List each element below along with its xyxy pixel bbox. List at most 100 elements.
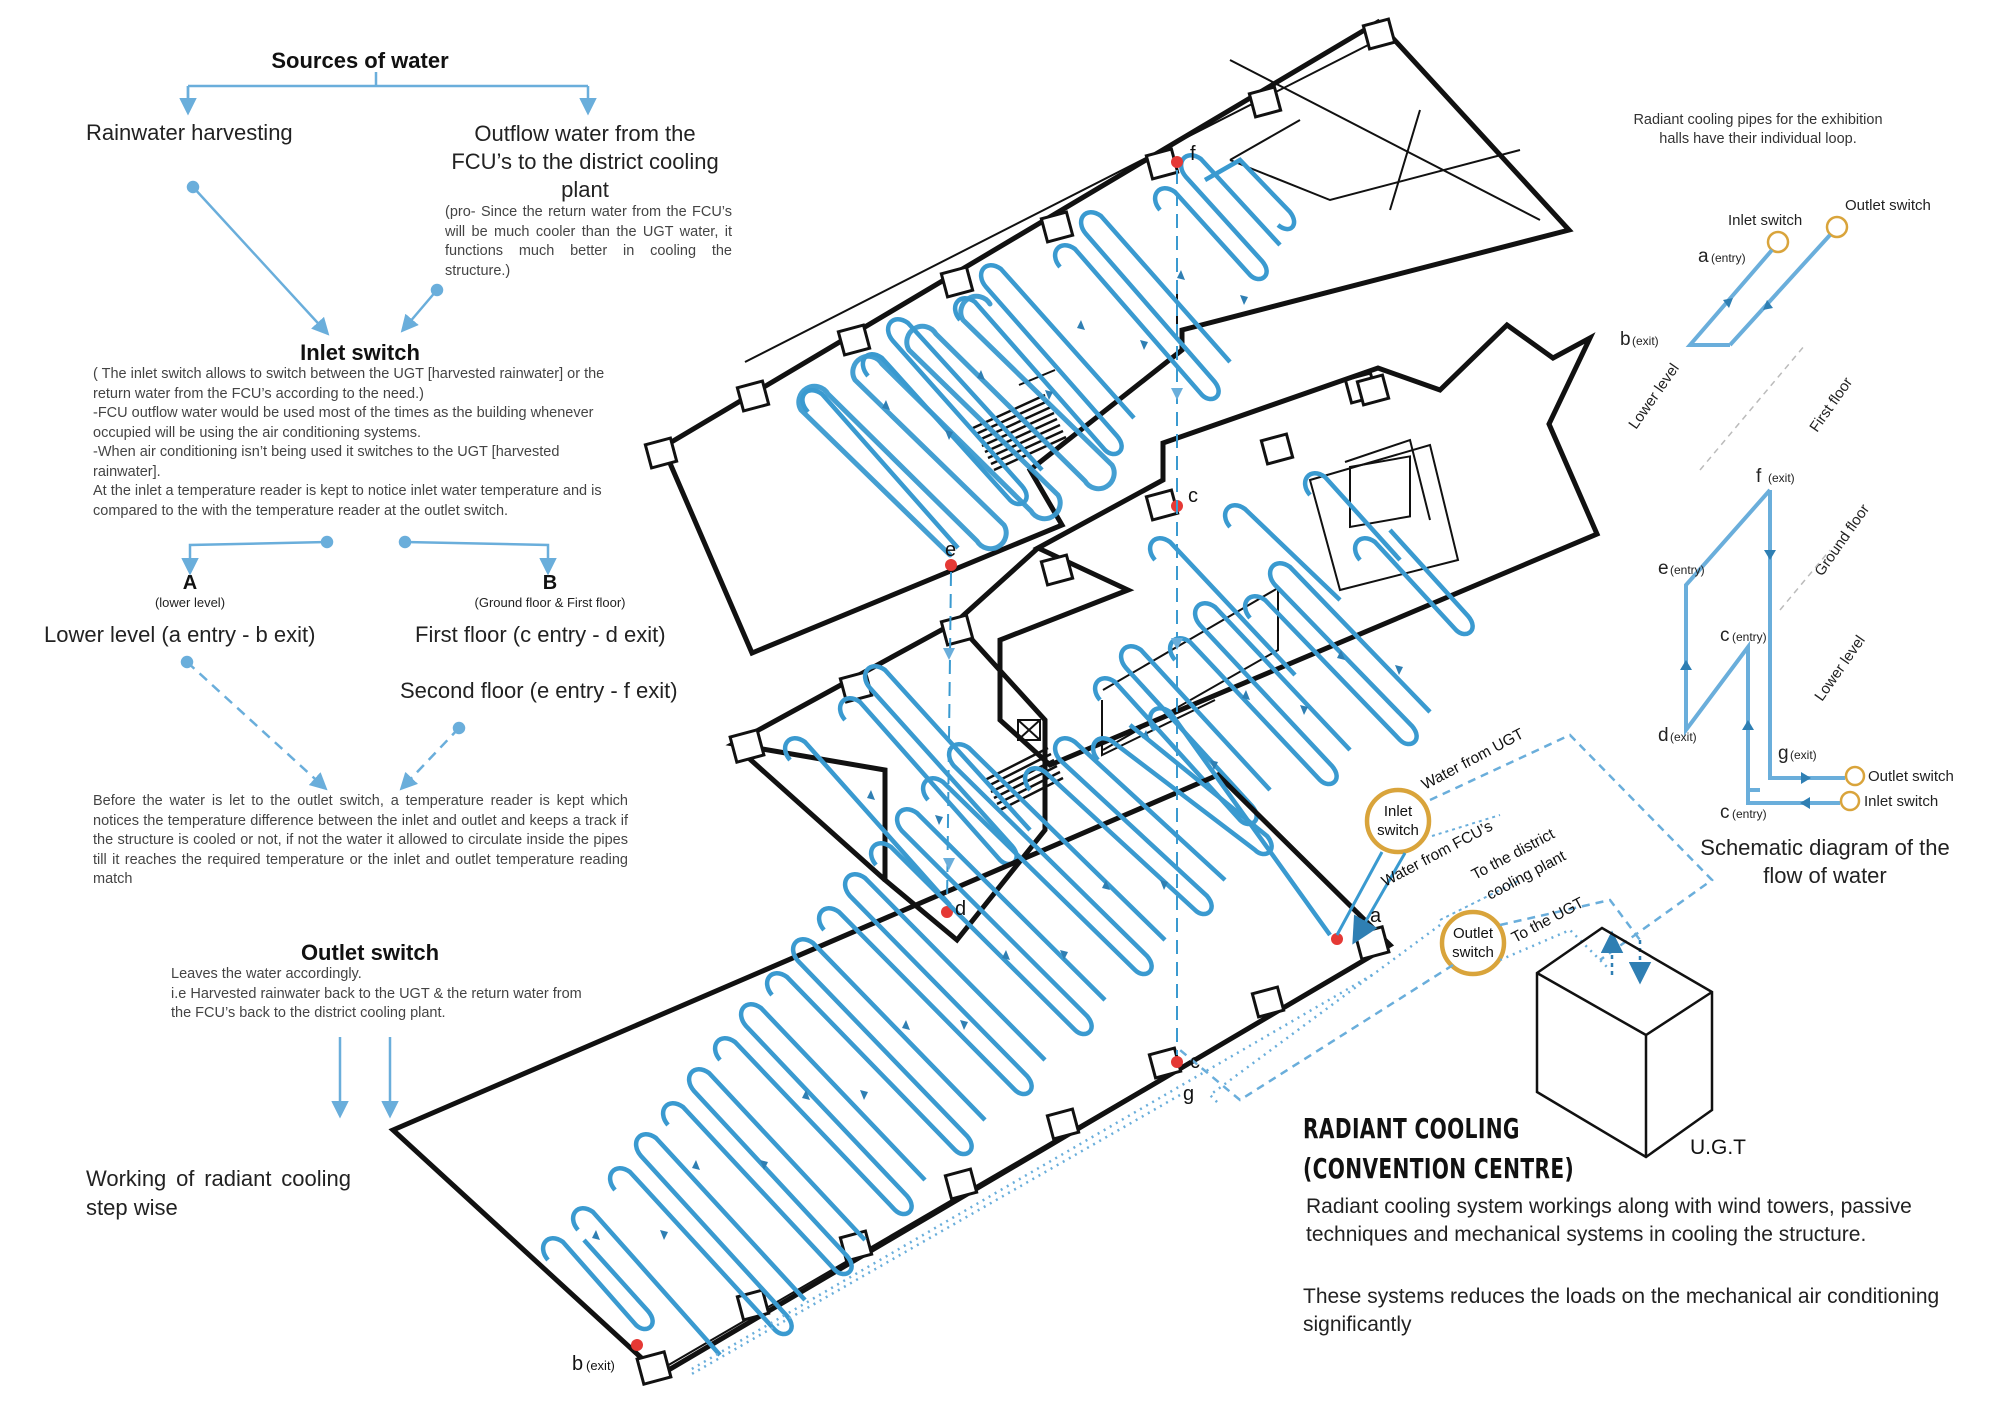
working-label: Working of radiant cooling step wise xyxy=(86,1166,351,1220)
bottom-columns xyxy=(635,924,1391,1387)
schematic-a-sub: (entry) xyxy=(1711,251,1746,265)
schematic-d: d xyxy=(1658,725,1669,746)
top-pipe-loop-rows xyxy=(800,152,1297,550)
loop-note-1: Radiant cooling pipes for the exhibition xyxy=(1633,112,1882,128)
label-g: g xyxy=(1183,1083,1194,1105)
point-a-dot xyxy=(1331,933,1343,945)
point-b-dot xyxy=(631,1339,643,1351)
outlet-desc-2: i.e Harvested rainwater back to the UGT … xyxy=(171,985,582,1022)
sources-title: Sources of water xyxy=(271,48,449,73)
inlet-desc-2: -FCU outflow water would be used most of… xyxy=(93,405,594,441)
label-a: a xyxy=(1370,905,1382,927)
inlet-desc-1: ( The inlet switch allows to switch betw… xyxy=(93,366,605,402)
schematic-d-sub: (exit) xyxy=(1670,730,1697,744)
label-c-top: c xyxy=(1188,485,1198,507)
schematic-outlet-switch-2: Outlet switch xyxy=(1868,768,1954,785)
schematic-outlet-switch: Outlet switch xyxy=(1845,197,1931,214)
inlet-desc-4: At the inlet a temperature reader is kep… xyxy=(93,483,602,519)
schematic-title: Schematic diagram of the flow of water xyxy=(1700,835,1950,888)
arrow-rain-to-inlet xyxy=(192,186,330,336)
schematic-c2-sub: (entry) xyxy=(1732,807,1767,821)
arrow-outflow-to-inlet xyxy=(400,289,438,333)
schematic-e-sub: (entry) xyxy=(1670,563,1705,577)
schematic-a: a xyxy=(1698,246,1709,267)
inlet-description: ( The inlet switch allows to switch betw… xyxy=(93,365,628,521)
schematic-inlet-ring xyxy=(1766,230,1790,254)
outlet-desc-1: Leaves the water accordingly. xyxy=(171,966,362,982)
schematic-inlet-switch-2: Inlet switch xyxy=(1864,793,1938,810)
schematic-lower-level-2: Lower level xyxy=(1811,632,1868,704)
loop-note-2: halls have their individual loop. xyxy=(1659,131,1857,147)
point-f-dot xyxy=(1171,156,1183,168)
middle-columns xyxy=(728,373,1391,765)
outflow-label: Outflow water from the FCU’s to the dist… xyxy=(451,121,719,202)
arrow-second-to-outlet xyxy=(399,727,460,791)
top-floor-plan xyxy=(643,17,1574,657)
branch-a-label: Lower level (a entry - b exit) xyxy=(44,622,316,647)
schematic-f: f xyxy=(1756,466,1762,487)
branch-b: B (Ground floor & First floor) xyxy=(420,572,680,610)
arrow-lower-to-outlet xyxy=(186,661,328,791)
sources-split-arrow xyxy=(186,72,588,112)
schematic-c2: c xyxy=(1720,802,1730,823)
schematic-f-sub: (exit) xyxy=(1768,471,1795,485)
top-stair xyxy=(972,393,1067,472)
outlet-title: Outlet switch xyxy=(300,940,440,965)
radiant-desc-2: These systems reduces the loads on the m… xyxy=(1303,1285,1940,1336)
bottom-pipe-rows xyxy=(540,705,1332,1357)
inlet-title: Inlet switch xyxy=(300,340,420,365)
schematic-c-sub: (entry) xyxy=(1732,630,1767,644)
branch-b-label: First floor (c entry - d exit) xyxy=(415,622,666,647)
label-f: f xyxy=(1190,143,1196,165)
arrow-to-branch-b xyxy=(404,540,557,576)
point-e-dot xyxy=(945,559,957,571)
rainwater-label: Rainwater harvesting xyxy=(86,120,293,145)
label-b: b xyxy=(572,1353,583,1375)
radiant-desc-1: Radiant cooling system workings along wi… xyxy=(1306,1195,1912,1246)
outlet-switch-label-1: Outlet xyxy=(1453,925,1494,942)
water-from-ugt-label: Water from UGT xyxy=(1419,725,1527,793)
schematic-first-floor: First floor xyxy=(1806,374,1856,435)
vertical-risers xyxy=(943,170,1183,1055)
schematic-ground-floor: Ground floor xyxy=(1811,501,1873,579)
top-pipe-loop xyxy=(796,293,1117,558)
schematic-lower-level: Lower level xyxy=(1625,360,1682,432)
bottom-floor-plan xyxy=(388,705,1395,1387)
middle-floor-plan xyxy=(725,321,1601,944)
schematic-inlet-switch: Inlet switch xyxy=(1728,212,1802,229)
schematic-diagram: Radiant cooling pipes for the exhibition… xyxy=(1620,112,1954,823)
outflow-note: (pro- Since the return water from the FC… xyxy=(445,204,732,279)
schematic-inlet-ring-2 xyxy=(1839,790,1861,812)
branch-a: A (lower level) xyxy=(90,572,290,610)
outlet-switch-ring xyxy=(1439,909,1507,977)
middle-pipe-rows xyxy=(782,470,1475,907)
point-d-dot xyxy=(941,906,953,918)
outlet-switch-label-2: switch xyxy=(1452,944,1494,961)
schematic-g: g xyxy=(1778,743,1789,764)
schematic-c: c xyxy=(1720,625,1730,646)
schematic-b: b xyxy=(1620,329,1631,350)
middle-elevator xyxy=(1349,455,1411,529)
plan-point-labels: f e c d a c g b (exit) xyxy=(572,143,1382,1375)
arrow-to-branch-a xyxy=(181,540,328,576)
temperature-note: Before the water is let to the outlet sw… xyxy=(93,793,628,887)
schematic-outlet-ring-2 xyxy=(1844,765,1866,787)
branch-a-sub: (lower level) xyxy=(154,595,226,610)
inlet-switch-ring xyxy=(1364,787,1432,855)
label-d: d xyxy=(955,898,966,920)
schematic-outlet-ring xyxy=(1825,215,1849,239)
inlet-desc-3: -When air conditioning isn’t being used … xyxy=(93,444,560,480)
inlet-switch-label-1: Inlet xyxy=(1384,803,1413,820)
switch-connections xyxy=(689,733,1714,1377)
schematic-g-sub: (exit) xyxy=(1790,748,1817,762)
label-e: e xyxy=(945,539,956,561)
ugt-label: U.G.T xyxy=(1690,1136,1746,1159)
label-b-exit: (exit) xyxy=(586,1358,615,1373)
top-flow-arrows xyxy=(882,270,1248,440)
switch-labels: Inlet switch Outlet switch Water from UG… xyxy=(1377,725,1746,1159)
branch-b-sub: (Ground floor & First floor) xyxy=(474,595,626,610)
ugt-tank xyxy=(1535,926,1714,1159)
schematic-b-sub: (exit) xyxy=(1632,334,1659,348)
bottom-flow-arrows xyxy=(592,880,1168,1240)
